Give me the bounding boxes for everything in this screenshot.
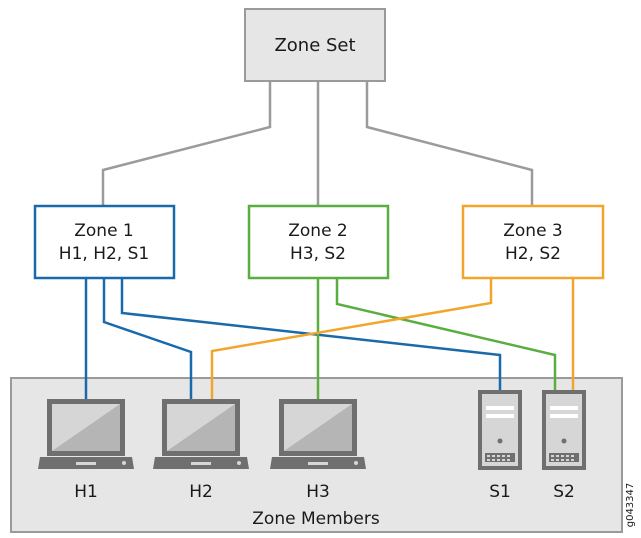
- zone-set-label: Zone Set: [274, 35, 355, 56]
- membership-lines: [84, 278, 575, 399]
- device-label-h1: H1: [74, 482, 98, 502]
- zone-3-members: H2, S2: [505, 244, 561, 264]
- server-icon: [542, 390, 586, 470]
- laptop-icon: [38, 399, 134, 469]
- zone-set-connectors: [101, 81, 534, 206]
- link-zone3-h2: [210, 278, 493, 399]
- zone-members-label: Zone Members: [252, 509, 380, 529]
- zone-set-node: Zone Set: [244, 8, 386, 82]
- zone-3-node: Zone 3 H2, S2: [461, 204, 605, 280]
- laptop-icon: [270, 399, 366, 469]
- link-zone1-h2: [102, 278, 193, 399]
- device-label-s1: S1: [489, 482, 511, 502]
- device-label-h3: H3: [306, 482, 330, 502]
- figure-id: g043347: [625, 483, 636, 528]
- server-icon: [478, 390, 522, 470]
- link-zone2-s2: [335, 278, 557, 390]
- device-label-s2: S2: [553, 482, 575, 502]
- zone-1-name: Zone 1: [74, 221, 134, 241]
- zone-1-members: H1, H2, S1: [59, 244, 149, 264]
- laptop-icon: [153, 399, 249, 469]
- zone-2-members: H3, S2: [290, 244, 346, 264]
- zone-3-name: Zone 3: [503, 221, 563, 241]
- zone-1-node: Zone 1 H1, H2, S1: [33, 204, 176, 280]
- connector-zone-1: [101, 81, 272, 206]
- zone-2-node: Zone 2 H3, S2: [247, 204, 390, 280]
- connector-zone-3: [365, 81, 534, 206]
- zone-2-name: Zone 2: [288, 221, 348, 241]
- device-label-h2: H2: [189, 482, 213, 502]
